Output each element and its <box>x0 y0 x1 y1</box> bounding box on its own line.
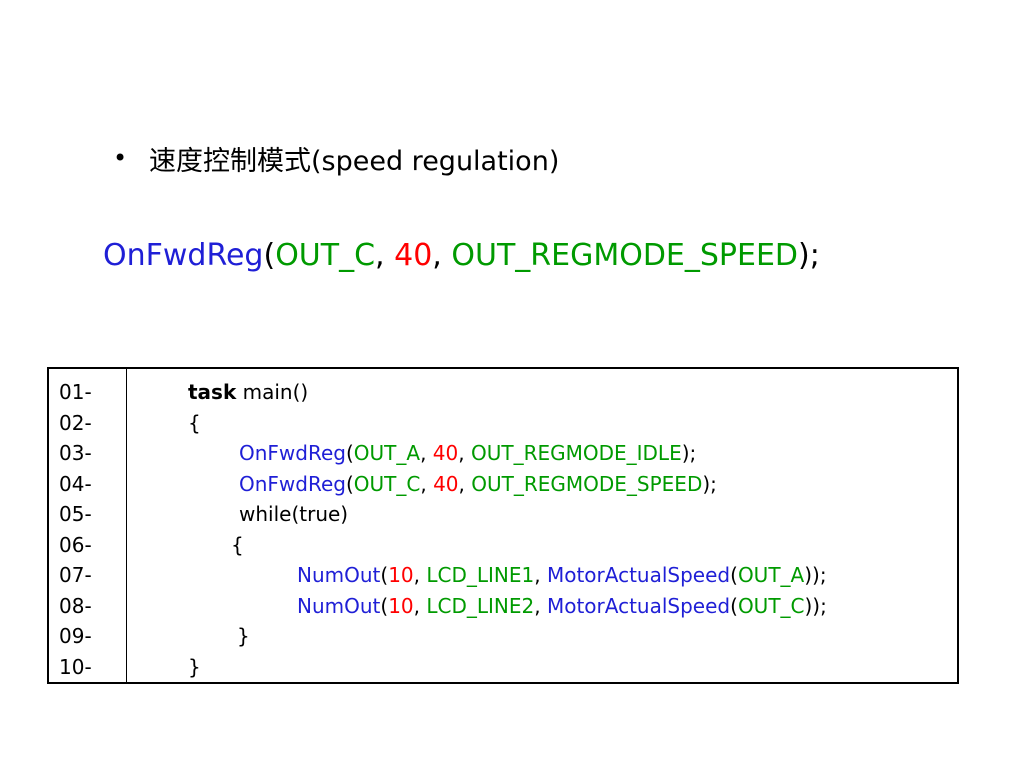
separator: , <box>420 441 433 465</box>
close-brace: } <box>237 624 250 648</box>
call-arg-mode: OUT_REGMODE_SPEED <box>451 238 799 273</box>
line-number: 02- <box>59 410 92 435</box>
number: 10 <box>388 563 414 587</box>
line-number: 01- <box>59 380 92 404</box>
constant: LCD_LINE2 <box>426 593 535 618</box>
paren: ); <box>702 471 717 496</box>
while-statement: while(true) <box>239 502 349 526</box>
constant: OUT_C <box>737 593 805 618</box>
call-open-paren: ( <box>263 238 276 273</box>
paren: )); <box>804 563 827 587</box>
paren: ( <box>730 593 738 618</box>
code-line-6: { <box>127 530 957 561</box>
line-number: 09- <box>59 624 92 648</box>
function-name: NumOut <box>297 593 381 618</box>
function-name: NumOut <box>297 563 381 587</box>
number: 40 <box>433 471 459 496</box>
separator: , <box>534 563 547 587</box>
separator: , <box>413 593 427 618</box>
constant: OUT_C <box>353 471 421 496</box>
function-name: MotorActualSpeed <box>546 593 731 618</box>
open-brace: { <box>188 410 201 435</box>
call-arg-port: OUT_C <box>275 238 376 273</box>
function-name: OnFwdReg <box>239 471 346 496</box>
code-column: task main() { OnFwdReg(OUT_A, 40, OUT_RE… <box>127 369 957 682</box>
code-listing-table: 01- 02- 03- 04- 05- 06- 07- 08- 09- 10- … <box>47 367 959 684</box>
call-arg-power: 40 <box>394 238 433 273</box>
bullet-text: 速度控制模式(speed regulation) <box>149 145 560 177</box>
code-line-9: } <box>127 621 957 652</box>
code-line-10: } <box>127 652 957 683</box>
code-line-4: OnFwdReg(OUT_C, 40, OUT_REGMODE_SPEED); <box>127 469 957 500</box>
code-line-1: task main() <box>127 377 957 408</box>
code-text: main() <box>236 380 309 404</box>
constant: OUT_REGMODE_IDLE <box>470 441 682 465</box>
paren: ); <box>681 441 697 465</box>
line-number: 07- <box>59 563 92 587</box>
code-line-8: NumOut(10, LCD_LINE2, MotorActualSpeed(O… <box>127 591 957 622</box>
code-line-3: OnFwdReg(OUT_A, 40, OUT_REGMODE_IDLE); <box>127 438 957 469</box>
separator: , <box>420 471 434 496</box>
separator: , <box>458 471 472 496</box>
bullet-dot: • <box>113 144 128 172</box>
code-line-5: while(true) <box>127 499 957 530</box>
call-close-paren: ); <box>798 238 820 273</box>
function-name: MotorActualSpeed <box>546 563 731 587</box>
paren: ( <box>380 563 389 587</box>
constant: LCD_LINE1 <box>426 563 535 587</box>
paren: ( <box>730 563 738 587</box>
constant: OUT_A <box>737 563 805 587</box>
call-separator: , <box>432 238 452 273</box>
line-number: 03- <box>59 441 92 465</box>
paren: ( <box>345 441 354 465</box>
call-function-name: OnFwdReg <box>103 238 264 273</box>
line-number: 04- <box>59 471 92 496</box>
keyword-task: task <box>188 380 237 404</box>
separator: , <box>458 441 471 465</box>
number: 40 <box>432 441 459 465</box>
paren: ( <box>345 471 354 496</box>
line-number: 08- <box>59 593 92 618</box>
open-brace: { <box>231 532 244 557</box>
close-brace: } <box>188 654 201 679</box>
constant: OUT_REGMODE_SPEED <box>471 471 703 496</box>
code-line-7: NumOut(10, LCD_LINE1, MotorActualSpeed(O… <box>127 560 957 591</box>
line-number: 10- <box>59 654 92 679</box>
code-line-2: { <box>127 408 957 439</box>
call-separator: , <box>375 238 395 273</box>
bullet-item: • 速度控制模式(speed regulation) <box>113 138 559 178</box>
separator: , <box>534 593 547 618</box>
line-number: 06- <box>59 532 92 557</box>
paren: )); <box>804 593 827 618</box>
paren: ( <box>380 593 389 618</box>
line-number-column: 01- 02- 03- 04- 05- 06- 07- 08- 09- 10- <box>49 369 127 682</box>
number: 10 <box>388 593 414 618</box>
constant: OUT_A <box>353 441 421 465</box>
separator: , <box>413 563 427 587</box>
function-call-example: OnFwdReg(OUT_C, 40, OUT_REGMODE_SPEED); <box>103 236 820 276</box>
function-name: OnFwdReg <box>239 441 346 465</box>
line-number: 05- <box>59 502 92 526</box>
